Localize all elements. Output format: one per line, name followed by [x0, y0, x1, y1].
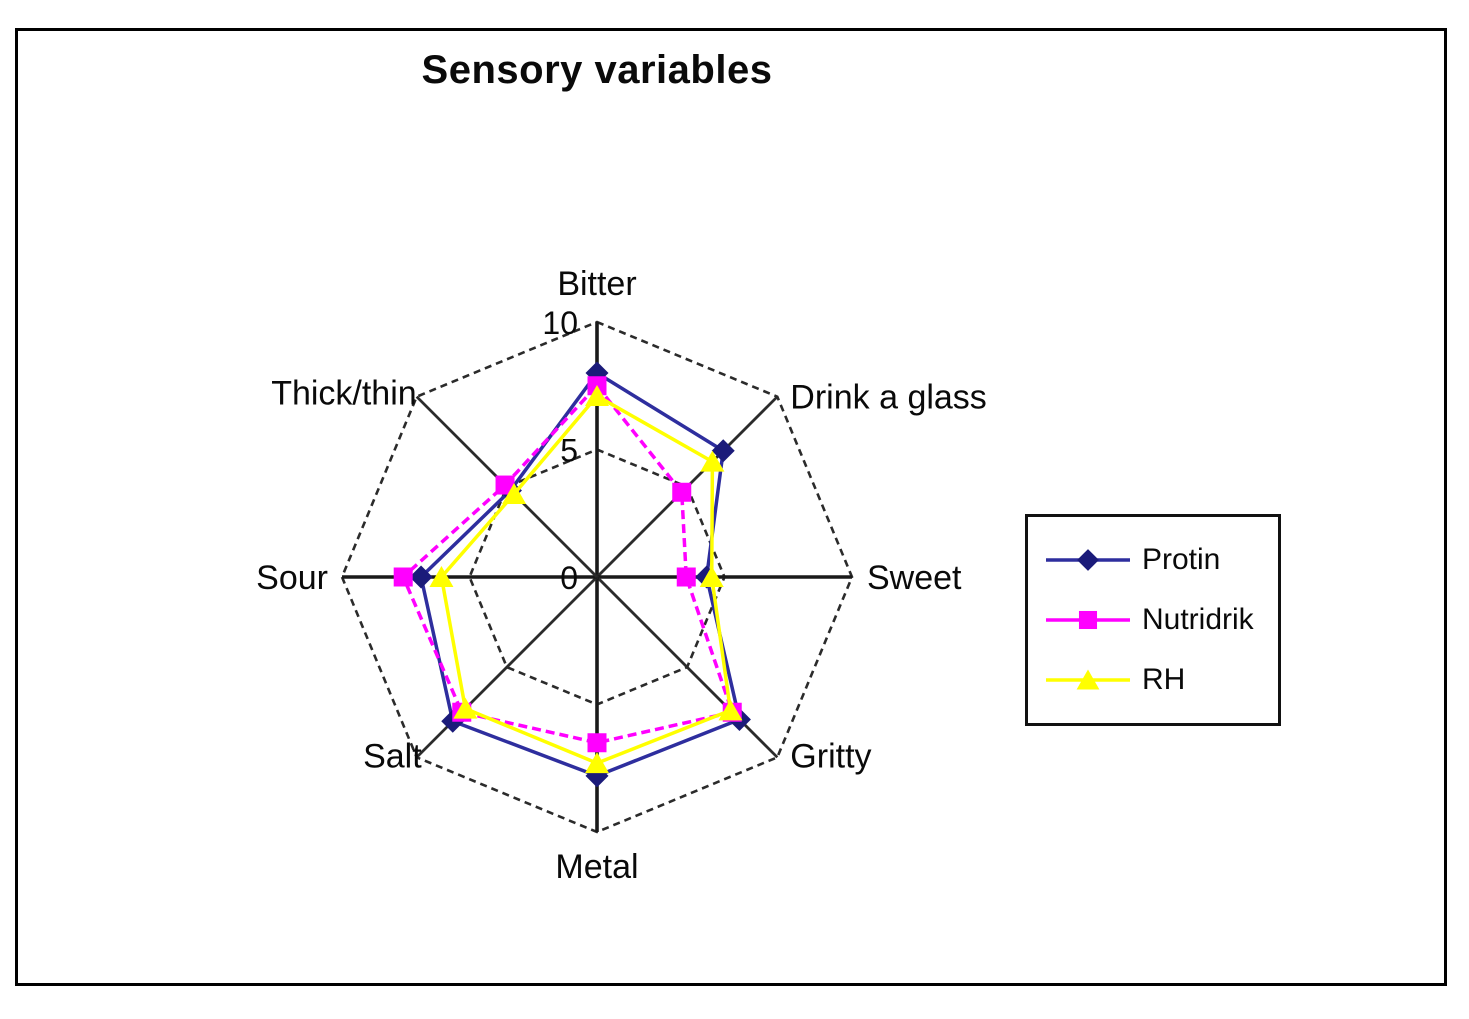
- svg-text:0: 0: [560, 560, 578, 596]
- legend-label-nutridrik: Nutridrik: [1142, 603, 1254, 636]
- svg-text:Bitter: Bitter: [557, 265, 636, 303]
- legend-item-protin: Protin: [1044, 543, 1278, 577]
- svg-text:Thick/thin: Thick/thin: [271, 375, 417, 413]
- page-border: [15, 28, 1447, 986]
- legend-item-rh: RH: [1044, 663, 1278, 697]
- chart-title: Sensory variables: [421, 48, 773, 92]
- nutridrik-square-marker-icon: [1046, 610, 1130, 630]
- legend: Protin Nutridrik RH: [1025, 514, 1281, 726]
- svg-text:10: 10: [542, 305, 578, 341]
- svg-text:Gritty: Gritty: [790, 737, 871, 775]
- protin-diamond-marker-icon: [1046, 549, 1130, 571]
- svg-text:5: 5: [560, 433, 578, 469]
- svg-text:Salt: Salt: [363, 737, 422, 775]
- legend-item-nutridrik: Nutridrik: [1044, 603, 1278, 637]
- legend-label-protin: Protin: [1142, 543, 1221, 576]
- svg-text:Sour: Sour: [256, 559, 328, 597]
- svg-text:Drink a glass: Drink a glass: [790, 379, 987, 417]
- rh-triangle-marker-icon: [1046, 669, 1130, 690]
- svg-text:Metal: Metal: [555, 848, 638, 886]
- legend-label-rh: RH: [1142, 663, 1186, 696]
- svg-text:Sweet: Sweet: [867, 559, 962, 597]
